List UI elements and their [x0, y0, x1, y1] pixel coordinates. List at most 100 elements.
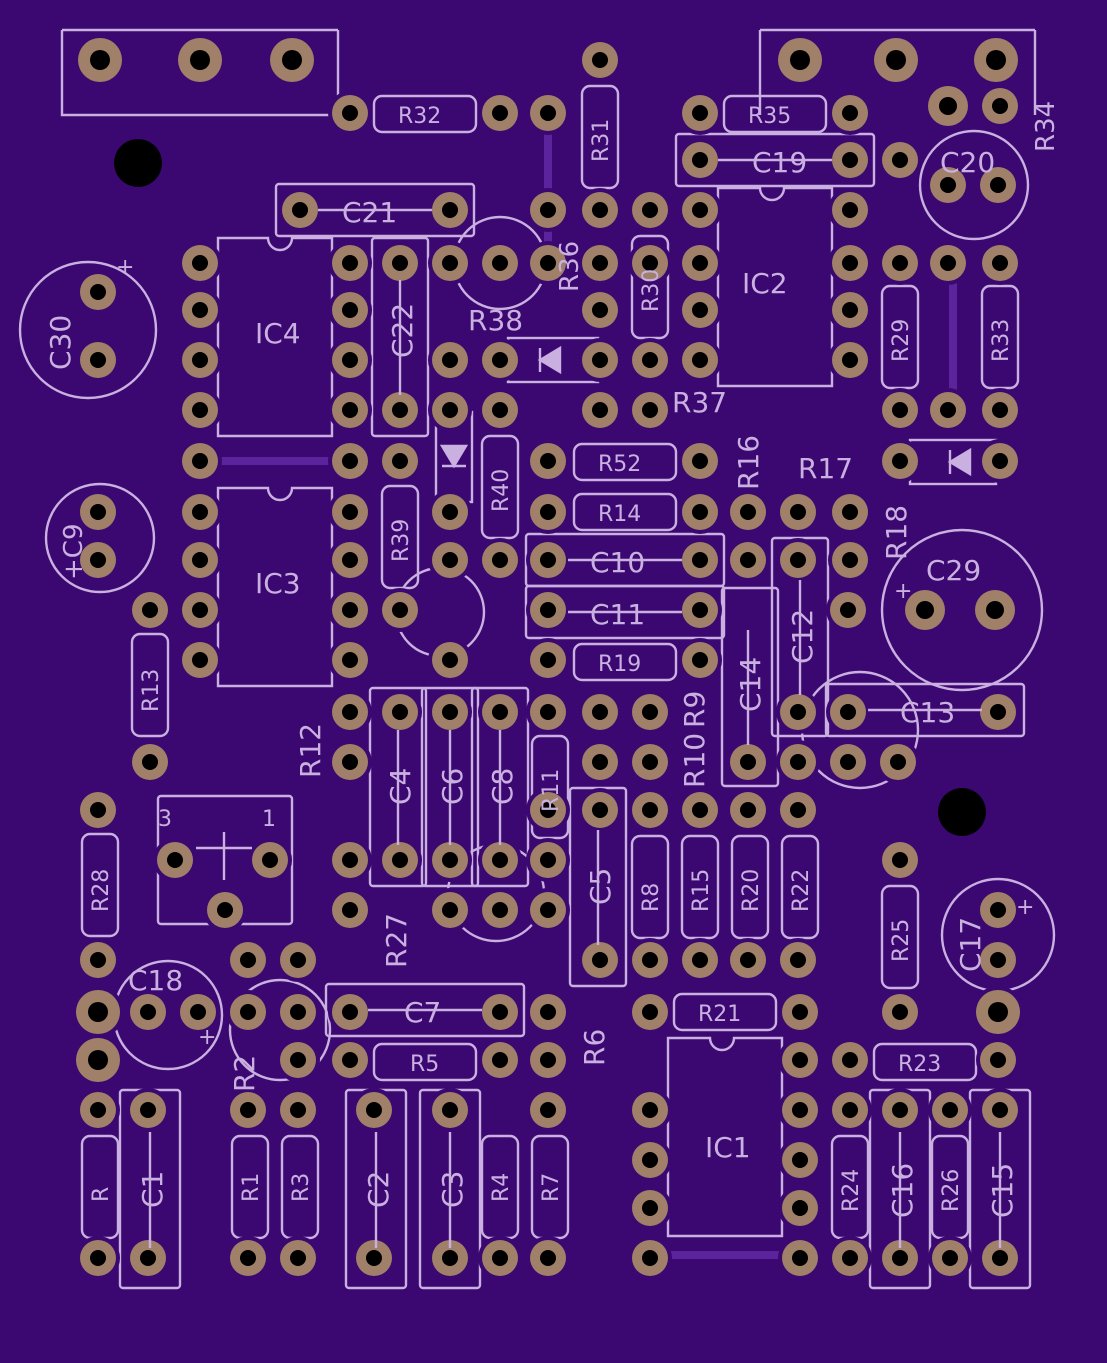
r13-label: R13: [139, 669, 164, 712]
drill-hole: [492, 105, 508, 121]
drill-hole: [540, 552, 556, 568]
drill-hole: [540, 105, 556, 121]
drill-hole: [892, 255, 908, 271]
c30-label: C30: [44, 315, 77, 370]
drill-hole: [140, 1250, 156, 1266]
drill-hole: [190, 1004, 206, 1020]
drill-hole: [986, 601, 1004, 619]
r8-label: R8: [639, 883, 664, 912]
drill-hole: [192, 453, 208, 469]
drill-hole: [192, 255, 208, 271]
ic4-label: IC4: [255, 317, 301, 350]
c9-label: +C9: [59, 524, 89, 580]
drill-hole: [740, 802, 756, 818]
drill-hole: [592, 754, 608, 770]
drill-hole: [90, 50, 110, 70]
drill-hole: [282, 50, 302, 70]
drill-hole: [392, 602, 408, 618]
drill-hole: [392, 402, 408, 418]
c7-label: C7: [404, 996, 441, 1029]
drill-hole: [540, 704, 556, 720]
r35-label: R35: [748, 104, 791, 129]
drill-hole: [842, 1250, 858, 1266]
drill-hole: [540, 453, 556, 469]
r31-label: R31: [589, 119, 614, 162]
c3-label: C3: [436, 1171, 469, 1208]
r14-label: R14: [598, 502, 641, 527]
drill-hole: [842, 504, 858, 520]
drill-hole: [842, 1052, 858, 1068]
drill-hole: [592, 52, 608, 68]
drill-hole: [540, 802, 556, 818]
c22-label: C22: [386, 303, 419, 358]
r25-label: R25: [889, 919, 914, 962]
drill-hole: [342, 105, 358, 121]
drill-hole: [916, 601, 934, 619]
drill-hole: [192, 602, 208, 618]
drill-hole: [192, 552, 208, 568]
c21-label: C21: [342, 196, 397, 229]
drill-hole: [892, 152, 908, 168]
component-symbols: [148, 158, 1002, 1248]
drill-hole: [792, 1250, 808, 1266]
r23-label: R23: [898, 1052, 941, 1077]
drill-hole: [592, 704, 608, 720]
drill-hole: [540, 652, 556, 668]
drill-hole: [892, 1004, 908, 1020]
drill-hole: [342, 652, 358, 668]
drill-hole: [990, 902, 1006, 918]
drill-hole: [886, 50, 906, 70]
pads-group: [72, 34, 1024, 1280]
r18-label: R18: [880, 505, 913, 560]
drill-hole: [842, 255, 858, 271]
drill-hole: [540, 504, 556, 520]
drill-hole: [540, 255, 556, 271]
r33-label: R33: [989, 319, 1014, 362]
r40-label: R40: [489, 469, 514, 512]
drill-hole: [290, 1052, 306, 1068]
c15-label: C15: [986, 1163, 1019, 1218]
r26-label: R26: [939, 1169, 964, 1212]
r37-label: R37: [672, 386, 727, 419]
r39-label: R39: [389, 519, 414, 562]
r9-label: R9: [678, 691, 711, 728]
drill-hole: [492, 1250, 508, 1266]
drill-hole: [90, 552, 106, 568]
drill-hole: [167, 852, 183, 868]
drill-hole: [992, 453, 1008, 469]
r16-label: R16: [732, 435, 765, 490]
c6-label: C6: [436, 768, 469, 805]
drill-hole: [290, 1250, 306, 1266]
drill-hole: [342, 902, 358, 918]
pot-pin1-label: 1: [262, 807, 276, 832]
mounting-hole: [938, 788, 986, 836]
drill-hole: [90, 352, 106, 368]
ic2-label: IC2: [742, 267, 788, 300]
c8-label: C8: [486, 768, 519, 805]
drill-hole: [692, 602, 708, 618]
drill-hole: [740, 952, 756, 968]
drill-hole: [790, 504, 806, 520]
drill-hole: [442, 1250, 458, 1266]
drill-hole: [642, 255, 658, 271]
drill-hole: [642, 352, 658, 368]
c18-plus: +: [198, 1025, 216, 1050]
c17-label: C17: [954, 917, 987, 972]
drill-hole: [342, 302, 358, 318]
drill-hole: [262, 852, 278, 868]
drill-hole: [142, 754, 158, 770]
drill-hole: [990, 177, 1006, 193]
drill-hole: [192, 652, 208, 668]
drill-hole: [342, 1052, 358, 1068]
drill-hole: [88, 1050, 108, 1070]
drill-hole: [942, 1250, 958, 1266]
r21-label: R21: [698, 1002, 741, 1027]
drill-hole: [840, 754, 856, 770]
r1-label: R1: [239, 1173, 264, 1202]
drill-hole: [842, 302, 858, 318]
r6-label: R6: [578, 1029, 611, 1066]
drill-hole: [790, 754, 806, 770]
drill-hole: [492, 1004, 508, 1020]
drill-hole: [90, 1250, 106, 1266]
r34-label: R34: [1031, 101, 1061, 152]
